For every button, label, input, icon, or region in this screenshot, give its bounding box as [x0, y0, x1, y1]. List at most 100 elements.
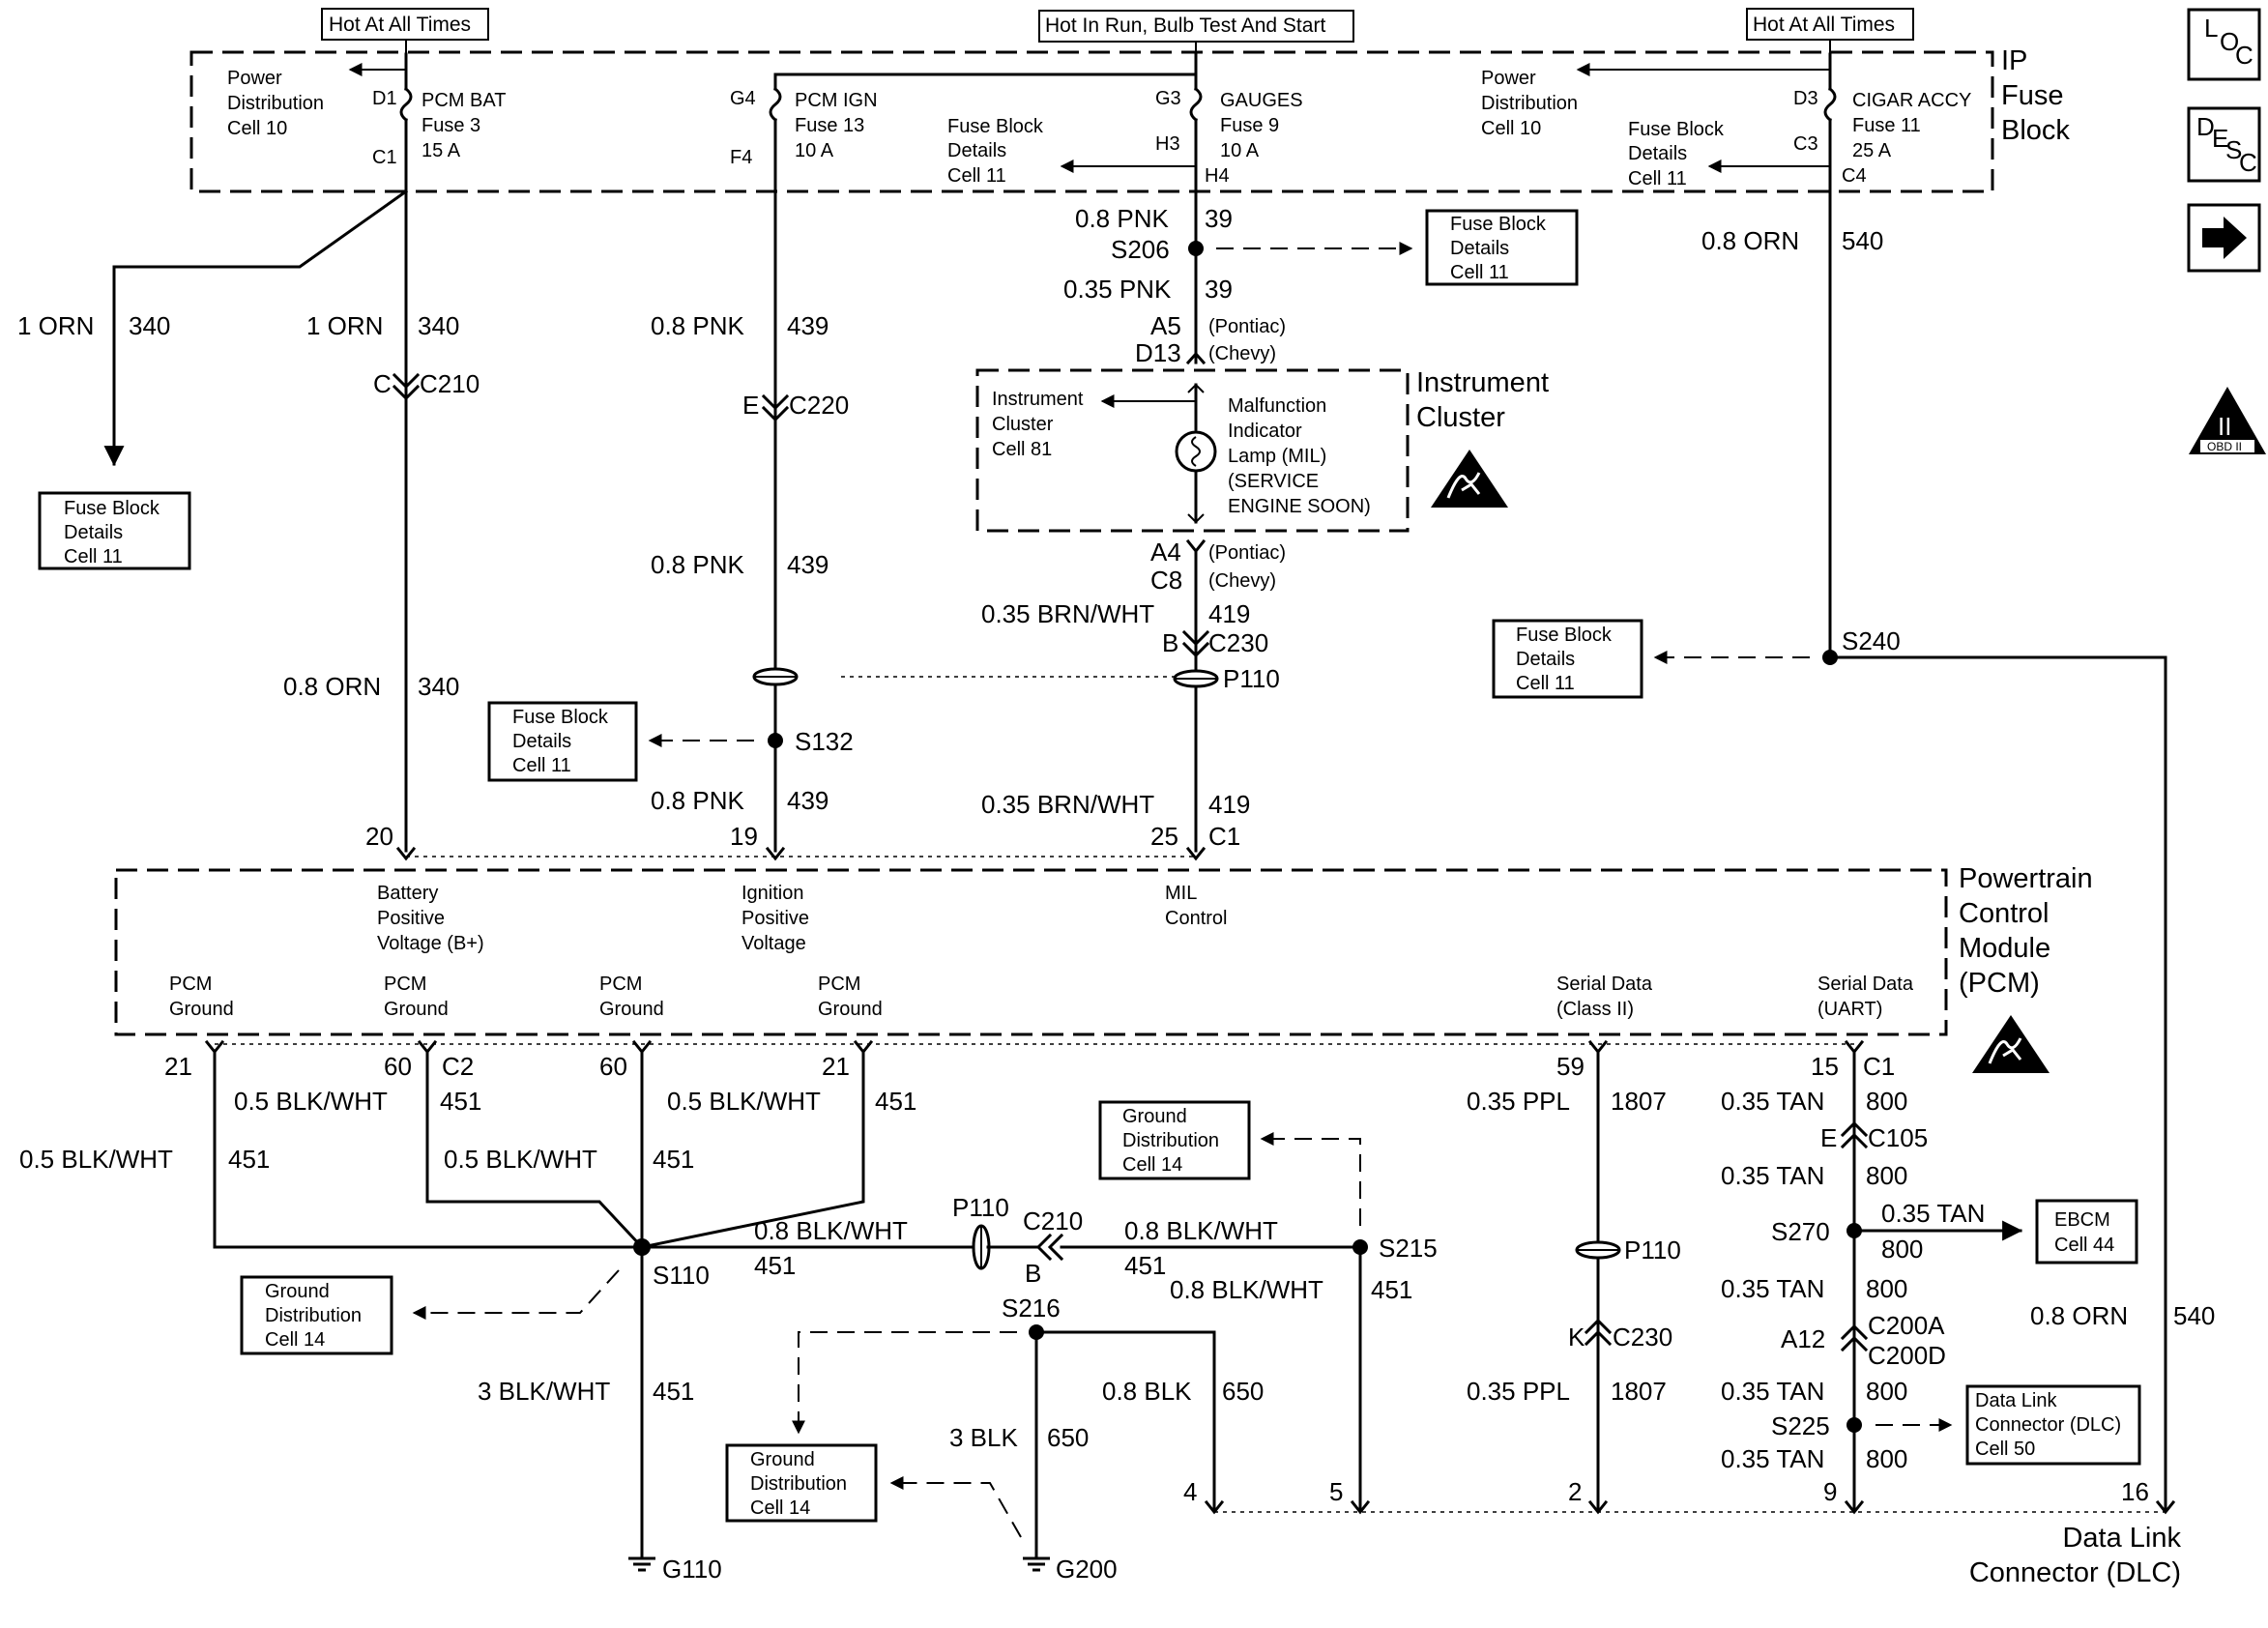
- svg-text:A4: A4: [1150, 538, 1181, 567]
- svg-text:II: II: [2218, 412, 2231, 441]
- svg-text:3 BLK: 3 BLK: [949, 1423, 1018, 1452]
- svg-text:C4: C4: [1842, 165, 1867, 187]
- svg-text:Block: Block: [2001, 115, 2070, 146]
- fuse-block-details-ref-top-right[interactable]: Fuse Block Details Cell 11: [1628, 119, 1725, 189]
- svg-text:0.35 TAN: 0.35 TAN: [1721, 1377, 1824, 1406]
- svg-text:Distribution: Distribution: [227, 93, 324, 114]
- svg-text:Cell 10: Cell 10: [1481, 118, 1541, 139]
- ip-fuse-block-outline: [189, 50, 1994, 193]
- svg-text:60: 60: [599, 1052, 627, 1081]
- power-distribution-ref-left[interactable]: Power Distribution Cell 10: [227, 68, 324, 139]
- svg-text:Cell 14: Cell 14: [1122, 1154, 1182, 1176]
- location-button[interactable]: L O C: [2187, 8, 2261, 81]
- svg-text:Fuse 9: Fuse 9: [1220, 115, 1279, 136]
- svg-text:Distribution: Distribution: [265, 1305, 362, 1326]
- svg-text:0.5 BLK/WHT: 0.5 BLK/WHT: [667, 1087, 821, 1116]
- svg-text:Cell 11: Cell 11: [1516, 673, 1575, 694]
- svg-text:L: L: [2204, 14, 2218, 43]
- svg-text:Control: Control: [1165, 908, 1227, 929]
- svg-text:OBD II: OBD II: [2207, 440, 2242, 453]
- description-button[interactable]: D E S C: [2187, 106, 2261, 183]
- svg-text:G4: G4: [730, 88, 756, 109]
- svg-text:Power: Power: [227, 68, 282, 89]
- splice-s225-label: S225: [1771, 1411, 1830, 1440]
- power-distribution-ref-right[interactable]: Power Distribution Cell 10: [1481, 68, 1578, 139]
- pcm-serial-data-uart-label: Serial Data (UART): [1817, 974, 1914, 1020]
- svg-text:Cell 14: Cell 14: [750, 1497, 810, 1519]
- ground-distribution-ref-1[interactable]: Ground Distribution Cell 14: [240, 1275, 393, 1355]
- svg-text:CIGAR ACCY: CIGAR ACCY: [1852, 90, 1971, 111]
- svg-text:5: 5: [1329, 1477, 1343, 1506]
- fuse-block-details-ref-4[interactable]: Fuse Block Details Cell 11: [1492, 619, 1643, 699]
- svg-text:IP: IP: [2001, 45, 2027, 76]
- svg-text:0.8 BLK: 0.8 BLK: [1102, 1377, 1192, 1406]
- svg-text:0.8 BLK/WHT: 0.8 BLK/WHT: [1170, 1275, 1323, 1304]
- svg-text:C3: C3: [1793, 133, 1818, 155]
- dlc-ref[interactable]: Data Link Connector (DLC) Cell 50: [1965, 1384, 2141, 1466]
- instrument-cluster-ref[interactable]: Instrument Cluster Cell 81: [992, 389, 1084, 460]
- svg-text:39: 39: [1205, 204, 1233, 233]
- svg-text:Connector (DLC): Connector (DLC): [1969, 1557, 2181, 1588]
- ground-distribution-ref-2[interactable]: Ground Distribution Cell 14: [1098, 1100, 1251, 1180]
- svg-text:PCM: PCM: [599, 974, 642, 995]
- ground-distribution-ref-3[interactable]: Ground Distribution Cell 14: [725, 1443, 878, 1523]
- fuse-block-details-ref-1[interactable]: Fuse Block Details Cell 11: [38, 491, 191, 570]
- header-hot-at-all-times-right: Hot At All Times: [1746, 8, 1914, 41]
- svg-text:Distribution: Distribution: [750, 1473, 847, 1495]
- svg-text:C1: C1: [372, 147, 397, 168]
- svg-text:Cluster: Cluster: [992, 414, 1054, 435]
- connector-c210: C C210: [373, 369, 480, 401]
- mil-lamp: [1175, 383, 1217, 524]
- esd-warning-icon: [1429, 448, 1510, 509]
- svg-text:E: E: [2212, 124, 2228, 153]
- next-page-button[interactable]: [2187, 203, 2261, 273]
- svg-text:(Chevy): (Chevy): [1208, 343, 1276, 364]
- fuse-block-details-ref-top-mid[interactable]: Fuse Block Details Cell 11: [947, 116, 1044, 187]
- svg-text:D13: D13: [1135, 338, 1181, 367]
- header-label: Hot At All Times: [1753, 14, 1895, 36]
- svg-text:0.5 BLK/WHT: 0.5 BLK/WHT: [19, 1145, 173, 1174]
- svg-text:Instrument: Instrument: [1416, 367, 1549, 398]
- svg-text:C200A: C200A: [1868, 1311, 1945, 1340]
- svg-text:Control: Control: [1959, 898, 2050, 929]
- svg-text:Details: Details: [512, 731, 571, 752]
- svg-text:Ground: Ground: [1122, 1106, 1187, 1127]
- ebcm-ref[interactable]: EBCM Cell 44: [2035, 1199, 2138, 1265]
- svg-text:Cell 11: Cell 11: [64, 546, 123, 567]
- svg-text:ENGINE SOON): ENGINE SOON): [1228, 496, 1371, 517]
- svg-text:P110: P110: [952, 1193, 1009, 1222]
- svg-text:800: 800: [1866, 1377, 1907, 1406]
- svg-text:Fuse 13: Fuse 13: [795, 115, 864, 136]
- svg-text:Ground: Ground: [169, 999, 234, 1020]
- header-hot-in-run: Hot In Run, Bulb Test And Start: [1038, 10, 1354, 43]
- svg-text:Distribution: Distribution: [1481, 93, 1578, 114]
- svg-text:Lamp (MIL): Lamp (MIL): [1228, 446, 1326, 467]
- svg-text:Fuse Block: Fuse Block: [1450, 214, 1547, 235]
- svg-text:(Pontiac): (Pontiac): [1208, 542, 1286, 564]
- svg-text:0.8 PNK: 0.8 PNK: [1075, 204, 1169, 233]
- fuse-cigar-accy: D3 C3 C4 CIGAR ACCY Fuse 11 25 A: [1793, 52, 1971, 193]
- connector-c220: E C220: [742, 391, 849, 422]
- svg-text:Fuse Block: Fuse Block: [512, 707, 609, 728]
- svg-text:Ignition: Ignition: [741, 883, 804, 904]
- svg-text:P110: P110: [1624, 1236, 1681, 1265]
- svg-text:540: 540: [1842, 226, 1883, 255]
- ground-g110-icon: [626, 1556, 657, 1572]
- svg-text:800: 800: [1866, 1161, 1907, 1190]
- svg-text:19: 19: [730, 822, 758, 851]
- svg-text:15: 15: [1811, 1052, 1839, 1081]
- svg-text:0.8 ORN: 0.8 ORN: [2030, 1301, 2128, 1330]
- svg-text:439: 439: [787, 786, 829, 815]
- svg-text:0.35 BRN/WHT: 0.35 BRN/WHT: [981, 599, 1154, 628]
- fuse-block-details-ref-2[interactable]: Fuse Block Details Cell 11: [487, 701, 638, 782]
- svg-text:59: 59: [1556, 1052, 1585, 1081]
- svg-text:1 ORN: 1 ORN: [306, 311, 383, 340]
- pcm-title: Powertrain Control Module (PCM): [1959, 863, 2093, 999]
- svg-text:C220: C220: [789, 391, 849, 420]
- fuse-block-details-ref-3[interactable]: Fuse Block Details Cell 11: [1425, 209, 1579, 286]
- svg-text:800: 800: [1866, 1087, 1907, 1116]
- svg-text:PCM: PCM: [169, 974, 212, 995]
- svg-text:O: O: [2220, 27, 2239, 56]
- svg-text:0.5 BLK/WHT: 0.5 BLK/WHT: [444, 1145, 597, 1174]
- svg-text:0.35 PPL: 0.35 PPL: [1467, 1377, 1570, 1406]
